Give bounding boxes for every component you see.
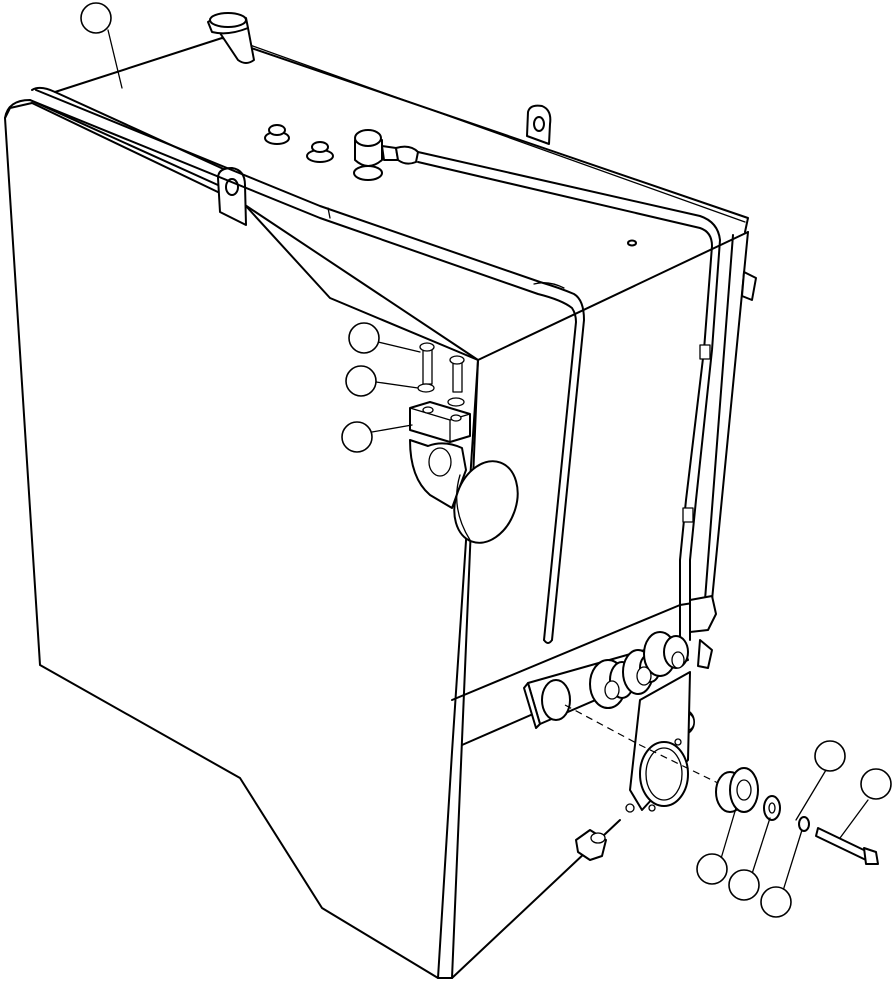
callout-4 (341, 421, 373, 453)
callout-1 (80, 2, 112, 34)
callout-7 (696, 853, 728, 885)
callout-2 (348, 322, 380, 354)
callout-8 (728, 869, 760, 901)
clamp-assembly (409, 342, 519, 544)
breather-tube (417, 151, 721, 641)
filler-neck (207, 12, 255, 64)
handrail-tube (29, 89, 585, 644)
callout-5 (814, 740, 846, 772)
lifting-lug-rear (526, 104, 552, 145)
top-fittings (264, 124, 637, 247)
leader-lines (107, 29, 869, 895)
callout-3 (345, 365, 377, 397)
exploded-parts (564, 704, 879, 865)
callout-9 (760, 886, 792, 918)
callout-6 (860, 768, 892, 800)
right-side-clips (689, 271, 757, 669)
drain-plug (575, 829, 607, 861)
lifting-lug-left (217, 167, 247, 226)
